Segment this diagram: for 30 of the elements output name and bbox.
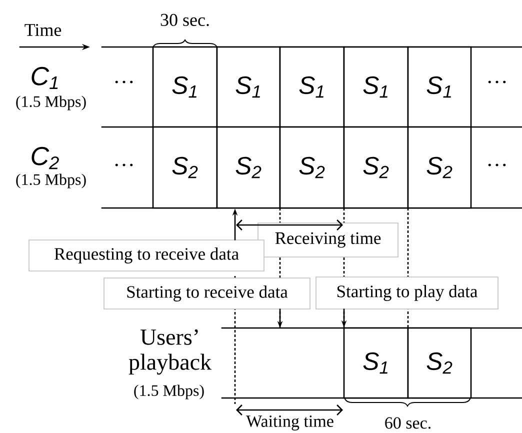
dimension-label: Waiting time (246, 416, 334, 430)
ellipsis: … (488, 80, 506, 84)
segment-cell: S$_{1}$ (216, 46, 281, 128)
event-label-box: Starting to receive data (104, 278, 310, 310)
event-label-box: Receiving time (258, 222, 398, 258)
segment-cell: S$_{1}$ (279, 46, 345, 128)
ellipsis: … (115, 80, 133, 84)
event-label-box: Starting to play data (316, 276, 498, 310)
segment-cell: S$_{2}$ (279, 126, 345, 209)
ellipsis: … (488, 164, 506, 166)
event-label-box: Requesting to receive data (28, 240, 264, 272)
row-label: Users’ playback (128, 329, 212, 375)
ellipsis: … (115, 164, 133, 166)
channel-label: C$_{1}$ (32, 66, 58, 90)
segment-cell: S$_{1}$ (152, 46, 218, 128)
rate-label: (1.5 Mbps) (134, 384, 204, 400)
channel-label: C$_{2}$ (32, 146, 59, 170)
segment-cell: S$_{1}$ (343, 46, 409, 128)
axis-label: Time (24, 24, 62, 36)
segment-cell: S$_{2}$ (407, 126, 472, 209)
segment-cell: S$_{2}$ (407, 327, 472, 399)
segment-cell: S$_{2}$ (216, 126, 281, 209)
segment-cell: S$_{1}$ (407, 46, 472, 128)
segment-cell: S$_{2}$ (152, 126, 218, 209)
rate-label: (1.5 Mbps) (16, 96, 86, 110)
duration-label: 30 sec. (160, 14, 209, 26)
duration-label: 60 sec. (385, 417, 430, 429)
rate-label: (1.5 Mbps) (16, 174, 86, 188)
segment-cell: S$_{2}$ (343, 126, 409, 209)
segment-cell: S$_{1}$ (343, 327, 409, 399)
